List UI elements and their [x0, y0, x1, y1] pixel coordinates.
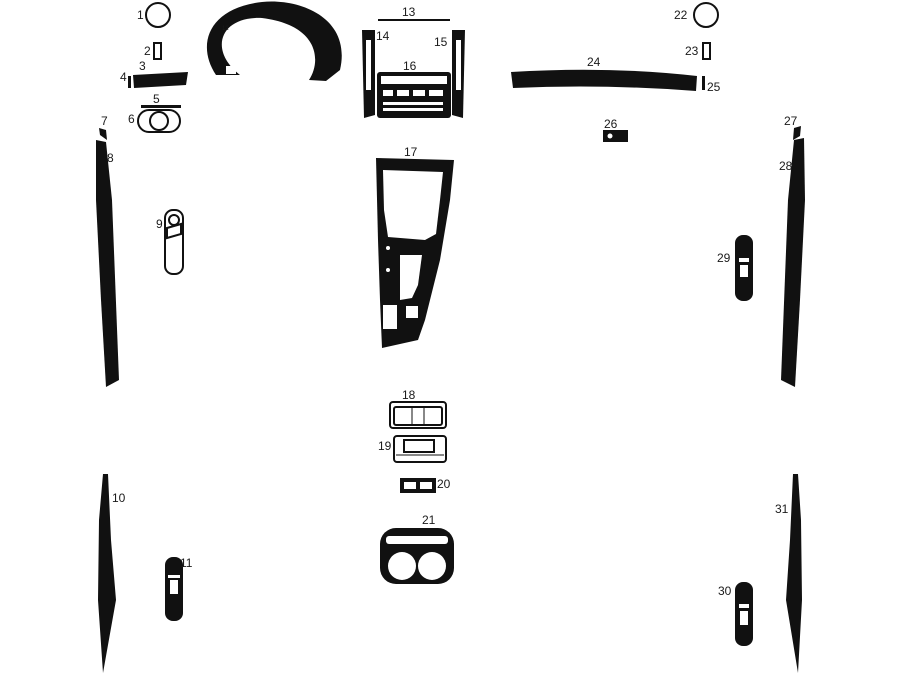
label-1: 1	[137, 8, 144, 22]
part-2	[153, 42, 162, 60]
part-14	[362, 30, 375, 118]
part-29	[735, 235, 753, 301]
label-27: 27	[784, 114, 798, 128]
label-29: 29	[717, 251, 731, 265]
label-11: 11	[180, 556, 193, 570]
label-16: 16	[403, 59, 417, 73]
part-7	[99, 128, 107, 140]
part-12	[206, 1, 342, 81]
label-4: 4	[120, 70, 127, 84]
part-21	[380, 528, 454, 584]
part-3	[133, 72, 188, 88]
part-30	[735, 582, 753, 646]
part-26	[603, 130, 628, 142]
part-11	[165, 557, 183, 621]
label-10: 10	[112, 491, 126, 505]
part-24	[511, 69, 697, 91]
part-15	[452, 30, 465, 118]
label-9: 9	[156, 217, 163, 231]
label-28: 28	[779, 159, 793, 173]
label-3: 3	[139, 59, 146, 73]
part-4	[128, 76, 131, 88]
label-12: 12	[222, 26, 229, 32]
part-20	[400, 478, 436, 493]
label-23: 23	[685, 44, 699, 58]
part-8	[96, 140, 119, 387]
part-10	[98, 474, 116, 673]
part-28	[781, 138, 805, 387]
label-31: 31	[775, 502, 789, 516]
label-25: 25	[707, 80, 721, 94]
label-5: 5	[153, 92, 160, 106]
label-13: 13	[402, 5, 416, 19]
part-23	[702, 42, 711, 60]
label-22: 22	[674, 8, 688, 22]
part-25	[702, 76, 705, 90]
label-26: 26	[604, 117, 618, 131]
label-7: 7	[101, 114, 108, 128]
part-31	[786, 474, 802, 673]
part-1	[145, 2, 171, 28]
label-17: 17	[404, 145, 418, 159]
label-2: 2	[144, 44, 151, 58]
label-18: 18	[402, 388, 416, 402]
part-22	[693, 2, 719, 28]
label-15: 15	[434, 35, 448, 49]
part-19	[393, 435, 447, 463]
part-27	[793, 126, 801, 140]
part-5	[141, 105, 181, 108]
part-16	[377, 72, 451, 118]
part-18	[389, 401, 447, 429]
label-14: 14	[376, 29, 390, 43]
part-13	[378, 19, 450, 21]
part-9	[164, 209, 184, 275]
label-19: 19	[378, 439, 392, 453]
label-24: 24	[587, 55, 601, 69]
label-21: 21	[422, 513, 436, 527]
part-17	[376, 158, 454, 348]
label-20: 20	[437, 477, 451, 491]
label-6: 6	[128, 112, 135, 126]
part-6	[137, 109, 181, 133]
label-30: 30	[718, 584, 732, 598]
label-8: 8	[107, 151, 114, 165]
